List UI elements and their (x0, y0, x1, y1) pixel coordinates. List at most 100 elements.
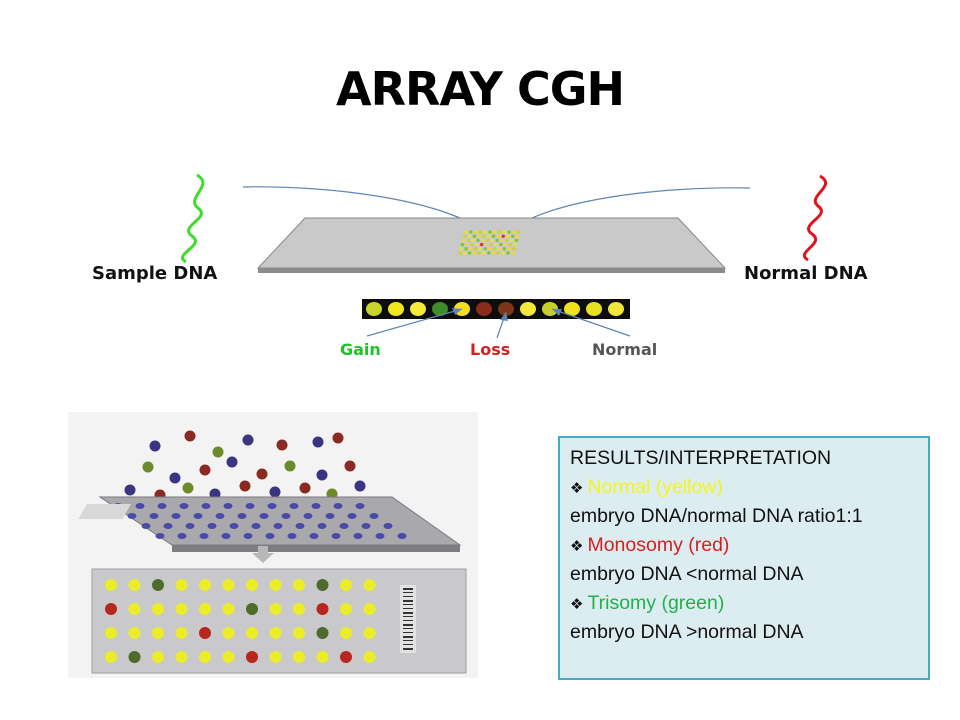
slide-spot (463, 234, 467, 238)
spot-strip (362, 299, 630, 319)
slide-spot (512, 230, 516, 234)
gain-label: Gain (340, 340, 381, 359)
slide-dot (333, 503, 343, 509)
slide-spot (493, 230, 497, 234)
results-heading: RESULTS/INTERPRETATION (570, 447, 832, 469)
slide-spot (478, 247, 483, 251)
dna-bead (299, 482, 311, 494)
result-dot (293, 603, 305, 615)
dna-bead (239, 480, 251, 492)
dna-bead (199, 464, 211, 476)
result-dot (293, 627, 305, 639)
dna-bead (332, 432, 344, 444)
barcode-bar (403, 640, 413, 641)
slide-spot (477, 234, 481, 238)
slide-spot (482, 251, 486, 255)
dna-bead (226, 456, 238, 468)
result-dot (175, 579, 188, 591)
slide-spot (483, 247, 487, 251)
slide-dot (223, 503, 233, 509)
result-dot (175, 627, 188, 639)
result-dot (316, 627, 329, 639)
barcode-label (400, 585, 416, 653)
slide-spot (506, 234, 510, 238)
result-dot (269, 651, 282, 663)
slide-spot (472, 251, 477, 255)
result-dot (128, 651, 141, 663)
slide-dot (237, 513, 247, 519)
slide-dot (215, 513, 225, 519)
slide-spot (497, 247, 502, 251)
slide-spot (491, 234, 496, 238)
slide-spot (491, 251, 496, 255)
results-interpretation-box: RESULTS/INTERPRETATION ❖Normal (yellow) … (558, 436, 930, 680)
barcode-bar (403, 628, 413, 629)
result-dot (105, 579, 117, 591)
slide-spot (489, 242, 493, 247)
dna-bead (242, 434, 254, 446)
slide-dot (149, 513, 159, 519)
slide-dot (193, 513, 203, 519)
barcode-bar (403, 624, 413, 626)
slide-dot (155, 533, 165, 539)
slide-spot (488, 230, 492, 234)
down-arrow-icon (252, 546, 274, 563)
slide-spot (467, 234, 472, 238)
slide-spot (494, 242, 498, 247)
strip-spot (366, 302, 382, 316)
strip-spot (432, 302, 448, 316)
slide-spot (458, 251, 462, 255)
result-dot (293, 579, 305, 591)
dna-bead (124, 484, 136, 496)
barcode-bar (403, 620, 413, 621)
gain-arrow (366, 308, 463, 337)
diamond-bullet-icon: ❖ (570, 536, 584, 555)
slide-spot (509, 238, 514, 243)
slide-spot (517, 230, 521, 234)
result-dot (269, 627, 282, 639)
slide-spot (470, 242, 474, 247)
result-dot (363, 603, 376, 615)
strip-spot (542, 302, 558, 316)
dna-bead (316, 469, 328, 481)
dna-bead (182, 482, 194, 494)
strip-spots (366, 302, 624, 316)
result-dot (175, 651, 188, 663)
slide-spot (496, 251, 501, 255)
dna-bead (184, 430, 196, 442)
result-dot (105, 651, 117, 663)
slide-dot (353, 533, 363, 539)
page-title: ARRAY CGH (336, 62, 625, 116)
slide-spot (475, 242, 479, 247)
dna-bead (312, 436, 324, 448)
result-dot (340, 579, 352, 591)
slide-spot (485, 238, 490, 243)
slide-dot (311, 503, 321, 509)
result-dot (340, 603, 352, 615)
diamond-bullet-icon: ❖ (570, 594, 584, 613)
slide-dot (303, 513, 313, 519)
result-dot (128, 603, 141, 615)
strip-spot (564, 302, 580, 316)
slide-dot (361, 523, 371, 529)
result-dot (222, 627, 235, 639)
slide-spot (511, 251, 515, 255)
slide-dot (199, 533, 209, 539)
barcode-bar (403, 588, 413, 590)
slide-dot (201, 503, 211, 509)
strip-spot (586, 302, 602, 316)
slide-dot (163, 523, 173, 529)
slide-spot-grid (458, 230, 521, 255)
slide-dot (135, 503, 145, 509)
slide-dot (251, 523, 261, 529)
result-dot (269, 603, 282, 615)
dna-bead (149, 440, 161, 452)
slide-spot (464, 247, 468, 251)
slide-dot (141, 523, 151, 529)
result-dot (105, 603, 117, 615)
slide-spot (477, 251, 481, 255)
slide-dot (221, 533, 231, 539)
result-normal-detail: embryo DNA/normal DNA ratio1:1 (570, 505, 863, 527)
dna-bead (256, 468, 268, 480)
